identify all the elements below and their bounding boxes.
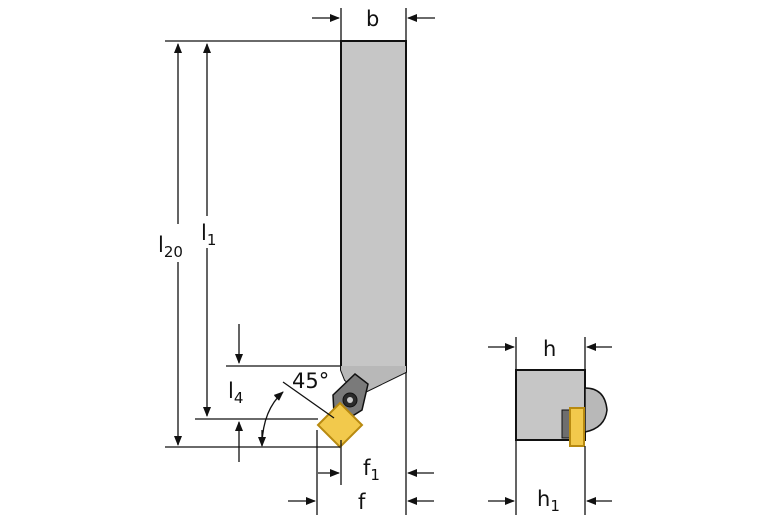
label-b: b (366, 7, 379, 31)
dimension-l4: l4 (228, 324, 243, 462)
end-view: h h1 (488, 337, 612, 515)
dimension-h1: h1 (488, 440, 612, 515)
dimension-l1: l1 (201, 43, 216, 417)
dimension-f1: f1 (318, 456, 434, 484)
label-l4: l4 (228, 379, 243, 407)
dimension-h: h (488, 337, 612, 370)
dimension-b: b (312, 7, 435, 41)
dimension-f: f (288, 490, 434, 514)
tool-shank (340, 40, 407, 394)
angle-45: 45° (258, 369, 335, 447)
label-f1: f1 (363, 456, 380, 484)
label-l20: l20 (158, 233, 183, 261)
label-angle: 45° (292, 369, 329, 393)
end-view-insert (569, 407, 585, 447)
head-profile (584, 387, 608, 433)
side-view: b l20 l1 l4 45° (158, 7, 435, 515)
label-f: f (358, 490, 366, 514)
dimension-l20: l20 (158, 43, 183, 446)
label-h1: h1 (537, 487, 560, 515)
label-l1: l1 (201, 221, 216, 249)
label-h: h (543, 337, 556, 361)
